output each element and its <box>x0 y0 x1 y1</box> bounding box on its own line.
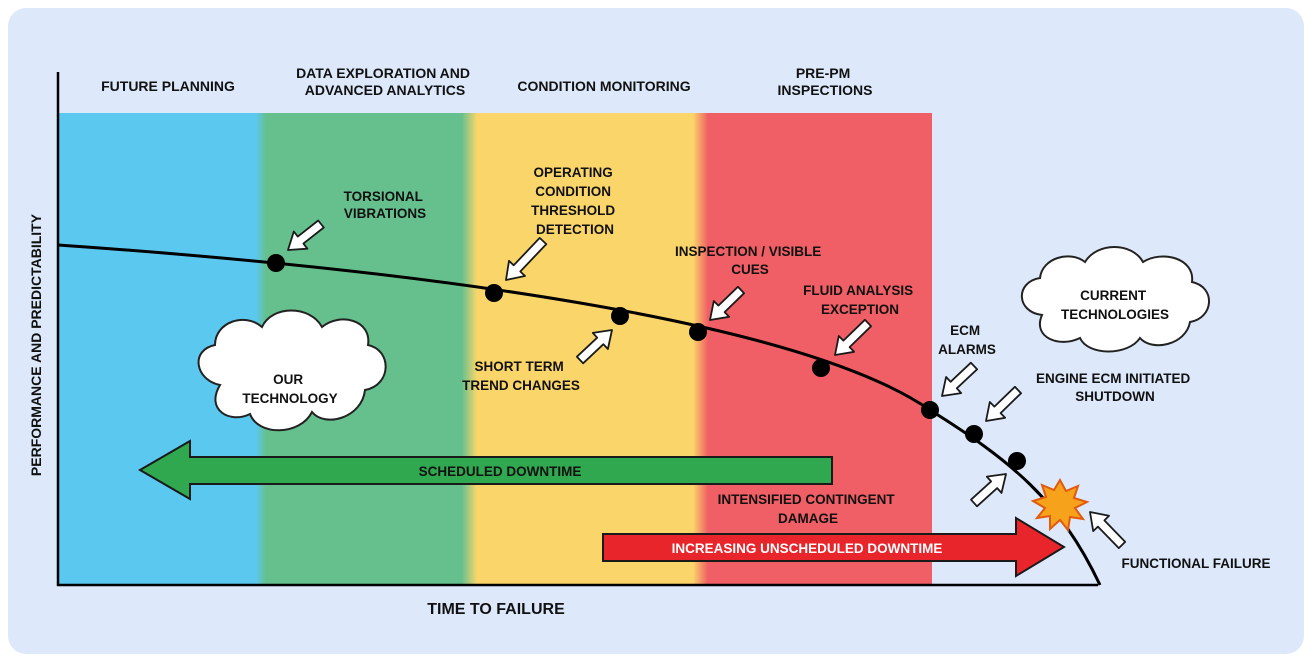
degradation-curve <box>57 243 1102 586</box>
point-engine-ecm-shutdown <box>965 425 983 443</box>
cloud-our-technology: OUR TECHNOLOGY <box>197 309 387 432</box>
point-intensified-damage <box>1008 452 1026 470</box>
curve-points <box>267 254 1026 470</box>
phase-label-condition-monitoring: CONDITION MONITORING <box>517 78 690 94</box>
pointer-arrow-short-term <box>576 329 613 365</box>
explosion-icon <box>1030 477 1090 533</box>
annotation-torsional-vibrations: TORSIONAL VIBRATIONS <box>344 189 427 221</box>
pointer-arrow-inspection <box>709 285 745 321</box>
scheduled-downtime-arrow: SCHEDULED DOWNTIME <box>138 439 833 501</box>
point-ecm-alarms <box>921 401 939 419</box>
pointer-arrow-ecm-alarms <box>941 361 978 397</box>
annotation-operating-condition: OPERATING CONDITION THRESHOLD DETECTION <box>531 165 619 237</box>
annotation-engine-ecm-shutdown: ENGINE ECM INITIATED SHUTDOWN <box>1036 371 1194 404</box>
annotation-functional-failure: FUNCTIONAL FAILURE <box>1122 556 1271 571</box>
point-short-term-trend <box>611 307 629 325</box>
svg-text:INCREASING UNSCHEDULED DOWNTIM: INCREASING UNSCHEDULED DOWNTIME <box>672 541 943 556</box>
svg-text:OUR TECHNOLOGY: OUR TECHNOLOGY <box>242 372 337 406</box>
pointer-arrow-operating <box>505 236 548 281</box>
pointer-arrow-fluid <box>834 318 872 356</box>
phase-label-data-exploration: DATA EXPLORATION AND ADVANCED ANALYTICS <box>296 65 474 98</box>
y-axis-label: PERFORMANCE AND PREDICTABILITY <box>28 213 44 476</box>
point-fluid-analysis <box>812 359 830 377</box>
annotation-short-term-trend: SHORT TERM TREND CHANGES <box>462 359 580 393</box>
annotation-ecm-alarms: ECM ALARMS <box>938 323 996 357</box>
annotation-intensified-damage: INTENSIFIED CONTINGENT DAMAGE <box>718 492 899 526</box>
point-inspection-cues <box>689 323 707 341</box>
point-operating-condition <box>485 284 503 302</box>
pointer-arrow-torsional <box>287 219 325 251</box>
pointer-arrow-functional <box>1089 511 1127 549</box>
svg-text:CURRENT TECHNOLOGIES: CURRENT TECHNOLOGIES <box>1061 288 1169 322</box>
cloud-current-technologies: CURRENT TECHNOLOGIES <box>1020 246 1210 353</box>
pointer-arrow-damage <box>970 473 1007 508</box>
pointer-arrow-engine-ecm <box>985 385 1022 422</box>
unscheduled-downtime-arrow: INCREASING UNSCHEDULED DOWNTIME <box>602 516 1066 578</box>
annotation-inspection-cues: INSPECTION / VISIBLE CUES <box>675 244 825 277</box>
svg-text:SCHEDULED DOWNTIME: SCHEDULED DOWNTIME <box>419 464 582 479</box>
pointer-arrows <box>287 219 1127 549</box>
point-torsional-vibrations <box>267 254 285 272</box>
x-axis-label: TIME TO FAILURE <box>427 601 565 618</box>
phase-label-pre-pm-inspections: PRE-PM INSPECTIONS <box>778 65 873 98</box>
phase-label-future-planning: FUTURE PLANNING <box>101 78 235 94</box>
annotation-fluid-analysis: FLUID ANALYSIS EXCEPTION <box>803 283 917 317</box>
